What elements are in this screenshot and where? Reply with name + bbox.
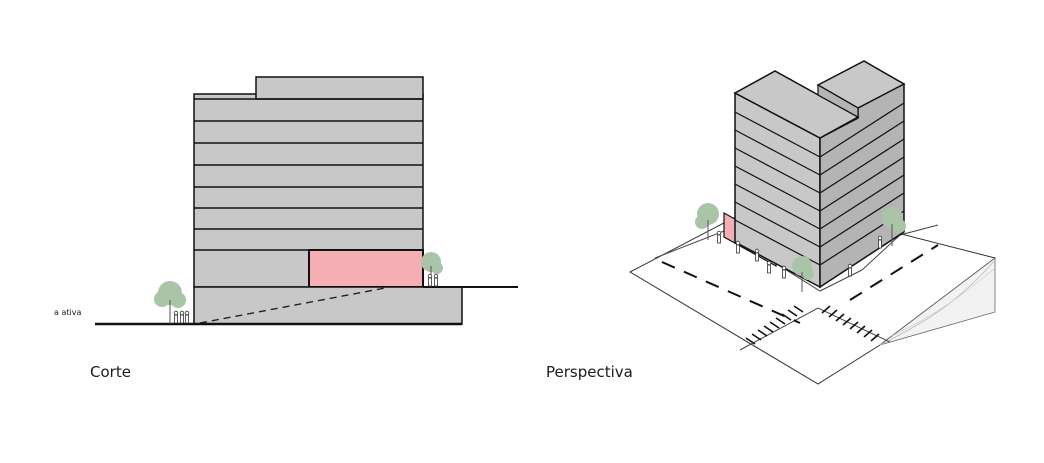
section-active-front bbox=[308, 249, 424, 288]
tree-icon bbox=[881, 207, 906, 246]
perspective-drawing bbox=[628, 60, 997, 385]
crosswalk-icon bbox=[821, 305, 880, 342]
tree-icon bbox=[154, 281, 186, 324]
person-icon bbox=[173, 273, 439, 324]
section-building bbox=[95, 76, 518, 326]
section-drawing bbox=[95, 76, 518, 326]
crosswalk-icon bbox=[745, 305, 804, 345]
section-podium bbox=[193, 286, 463, 325]
tree-icon bbox=[421, 252, 443, 287]
perspective-title: Perspectiva bbox=[546, 363, 633, 381]
tree-icon bbox=[792, 256, 814, 292]
active-facade-label: a ativa bbox=[54, 308, 82, 317]
section-title: Corte bbox=[90, 363, 131, 381]
person-icon bbox=[716, 230, 883, 279]
perspective-building bbox=[733, 60, 906, 289]
tree-icon bbox=[695, 203, 719, 240]
